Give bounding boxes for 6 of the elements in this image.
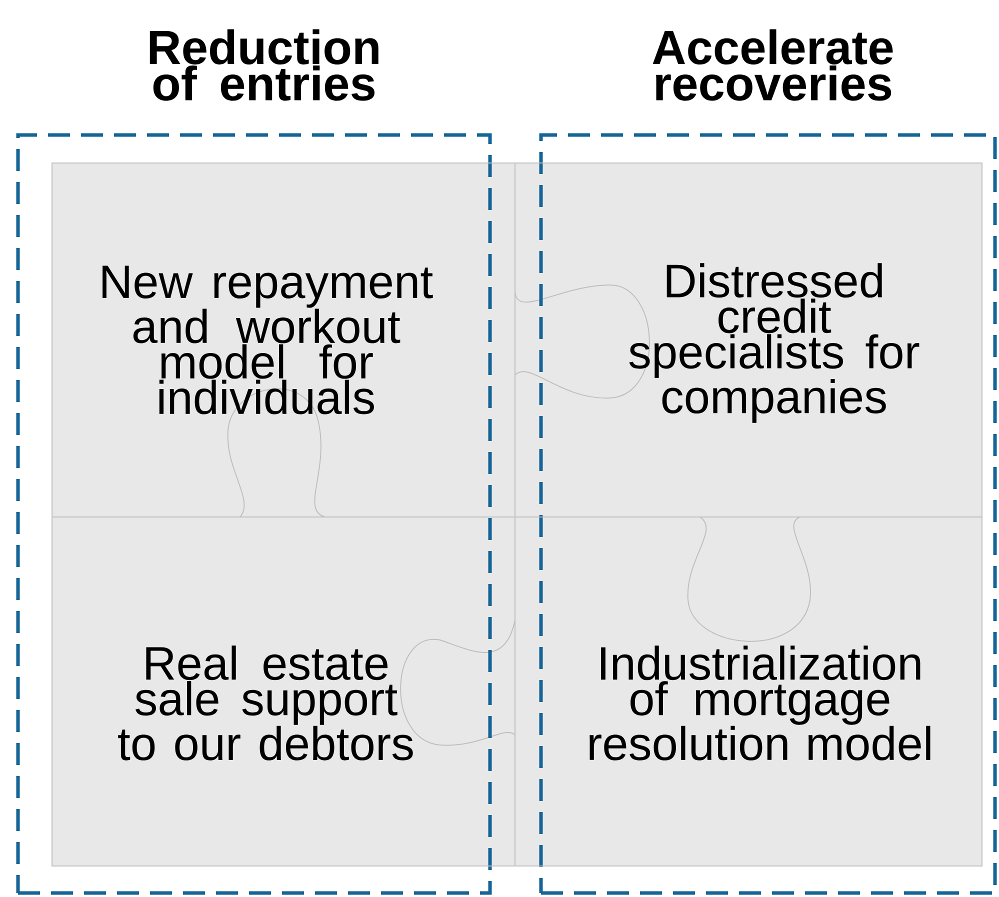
- puzzle-piece: Real estate sale support to our debtors: [52, 516, 516, 866]
- puzzle-piece: New repayment and workout model for individuals: [52, 162, 516, 518]
- node-label: Accelerate recoveries: [652, 29, 893, 101]
- node-label: Reduction of entries: [150, 29, 378, 101]
- puzzle-piece: Distressed credit specialists for companies: [514, 162, 982, 518]
- puzzle-piece: Industrialization of mortgage resolution model: [514, 516, 982, 866]
